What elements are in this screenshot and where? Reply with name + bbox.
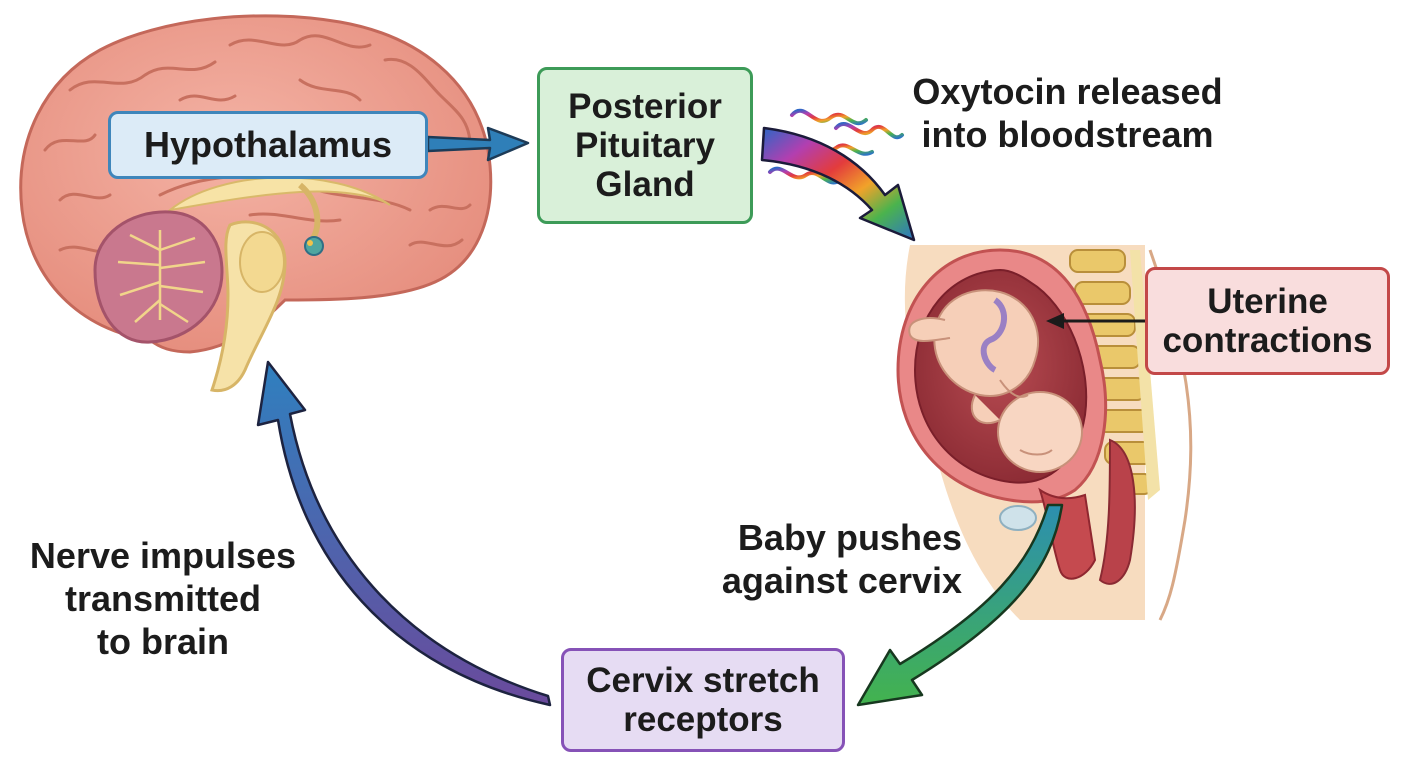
posterior-pituitary-box: Posterior Pituitary Gland [537,67,753,224]
oxytocin-caption-line-1: Oxytocin released [912,71,1223,112]
cervix-receptors-box: Cervix stretch receptors [561,648,845,752]
nerve-caption-line-1: Nerve impulses [29,535,297,576]
nerve-caption-line-3: to brain [97,621,229,663]
oxytocin-caption: Oxytocin released into bloodstream [900,70,1235,156]
arrow-to-uterus [760,126,916,242]
baby-pushes-caption: Baby pushes against cervix [700,516,962,602]
uterine-label-line-2: contractions [1162,321,1373,360]
oxytocin-caption-line-2: into bloodstream [921,114,1214,156]
pituitary-label-line-1: Posterior [568,86,722,126]
uterine-pointer-arrow [1046,313,1145,329]
baby-caption-line-2: against cervix [721,560,962,602]
cervix-label-line-1: Cervix stretch [586,660,820,700]
pituitary-label-line-3: Gland [595,165,695,205]
arrow-to-brain [256,360,552,707]
baby-caption-line-1: Baby pushes [737,517,962,558]
nerve-impulses-caption: Nerve impulses transmitted to brain [18,534,308,664]
pituitary-label-line-2: Pituitary [574,125,716,165]
uterine-label-line-1: Uterine [1207,281,1328,321]
arrow-to-pituitary [426,126,530,162]
uterine-contractions-box: Uterine contractions [1145,267,1390,375]
arrow-to-cervix [856,503,1064,707]
nerve-caption-line-2: transmitted [64,578,262,620]
cervix-label-line-2: receptors [623,700,783,739]
uterus-illustration [896,245,1193,621]
brain-illustration [19,14,493,393]
oxytocin-waves [768,108,904,185]
hypothalamus-box: Hypothalamus [108,111,428,179]
hypothalamus-label: Hypothalamus [143,123,393,165]
